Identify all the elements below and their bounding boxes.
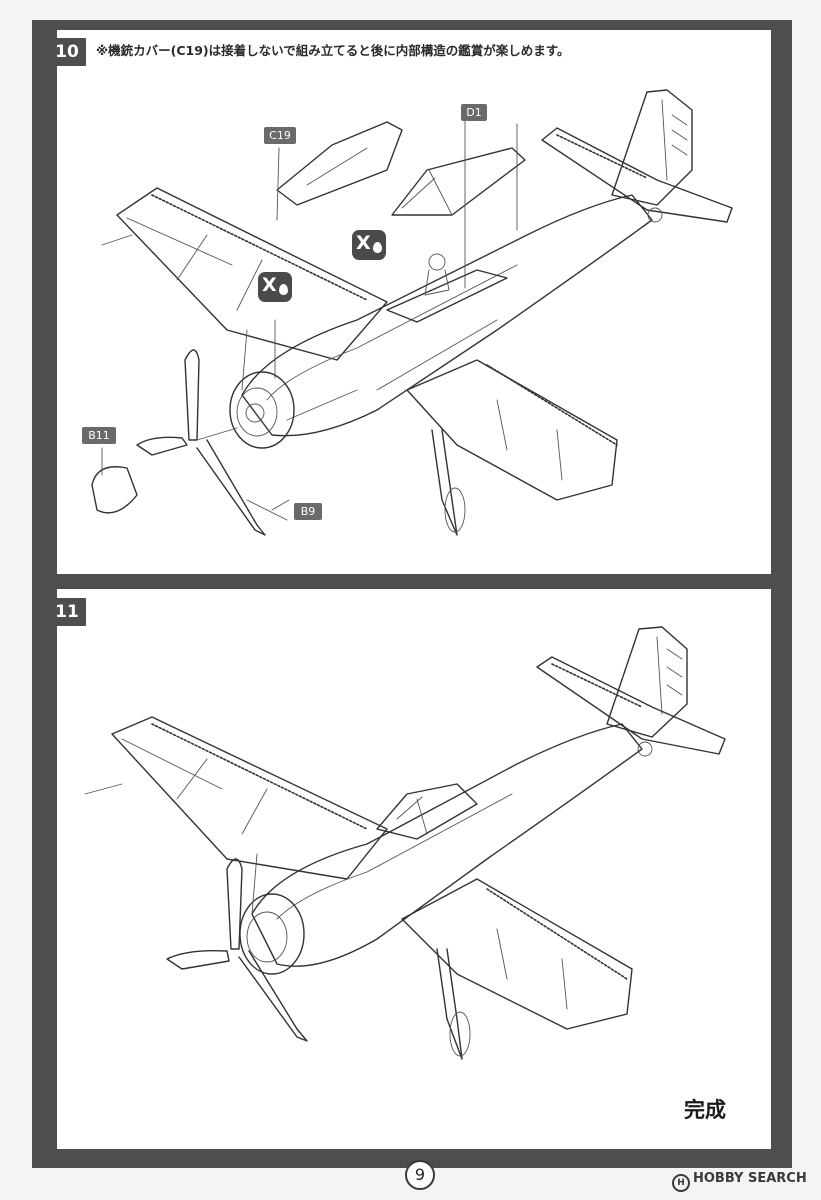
completed-label: 完成 (684, 1098, 726, 1122)
page-number: 9 (405, 1160, 435, 1190)
left-wing (111, 716, 388, 880)
fuselage (251, 723, 643, 967)
part-label-c19: C19 (264, 127, 296, 144)
step-10-panel (57, 30, 771, 574)
horizontal-stabilizer (541, 127, 733, 223)
step-10-number: 10 (48, 38, 86, 66)
step-11-panel (57, 589, 771, 1149)
right-wing (406, 359, 618, 501)
part-label-d1: D1 (461, 104, 487, 121)
fuselage (241, 194, 653, 437)
step-10-aircraft-drawing (91, 89, 733, 536)
glue-drop-icon (279, 284, 288, 295)
glue-drop-icon (373, 242, 382, 253)
vertical-stabilizer (611, 89, 693, 206)
engine-cowling (229, 371, 295, 449)
propeller-b9 (184, 349, 200, 441)
spinner-b11 (91, 466, 138, 514)
left-wing (116, 187, 388, 361)
part-label-b9: B9 (294, 503, 322, 520)
no-glue-symbol: X (356, 232, 371, 254)
landing-gear (431, 429, 458, 536)
no-glue-icon: X (352, 230, 386, 260)
canopy-d1 (391, 147, 526, 216)
landing-gear (436, 948, 463, 1060)
watermark-text: HOBBY SEARCH (693, 1171, 807, 1186)
canopy (376, 783, 478, 840)
propeller (226, 858, 243, 950)
engine-cowling (239, 893, 305, 975)
gun-cover-c19 (276, 121, 403, 206)
no-glue-icon: X (258, 272, 292, 302)
right-wing (401, 878, 633, 1030)
step-11-number: 11 (48, 598, 86, 626)
no-glue-symbol: X (262, 274, 277, 296)
cockpit-opening (386, 269, 508, 323)
vertical-stabilizer (606, 626, 688, 738)
part-label-b11: B11 (82, 427, 116, 444)
step-11-aircraft-drawing (84, 626, 726, 1060)
horizontal-stabilizer (536, 656, 726, 755)
step-10-note: ※機銃カバー(C19)は接着しないで組み立てると後に内部構造の鑑賞が楽しめます。 (96, 43, 570, 58)
hobby-search-logo-icon: H (672, 1174, 690, 1192)
